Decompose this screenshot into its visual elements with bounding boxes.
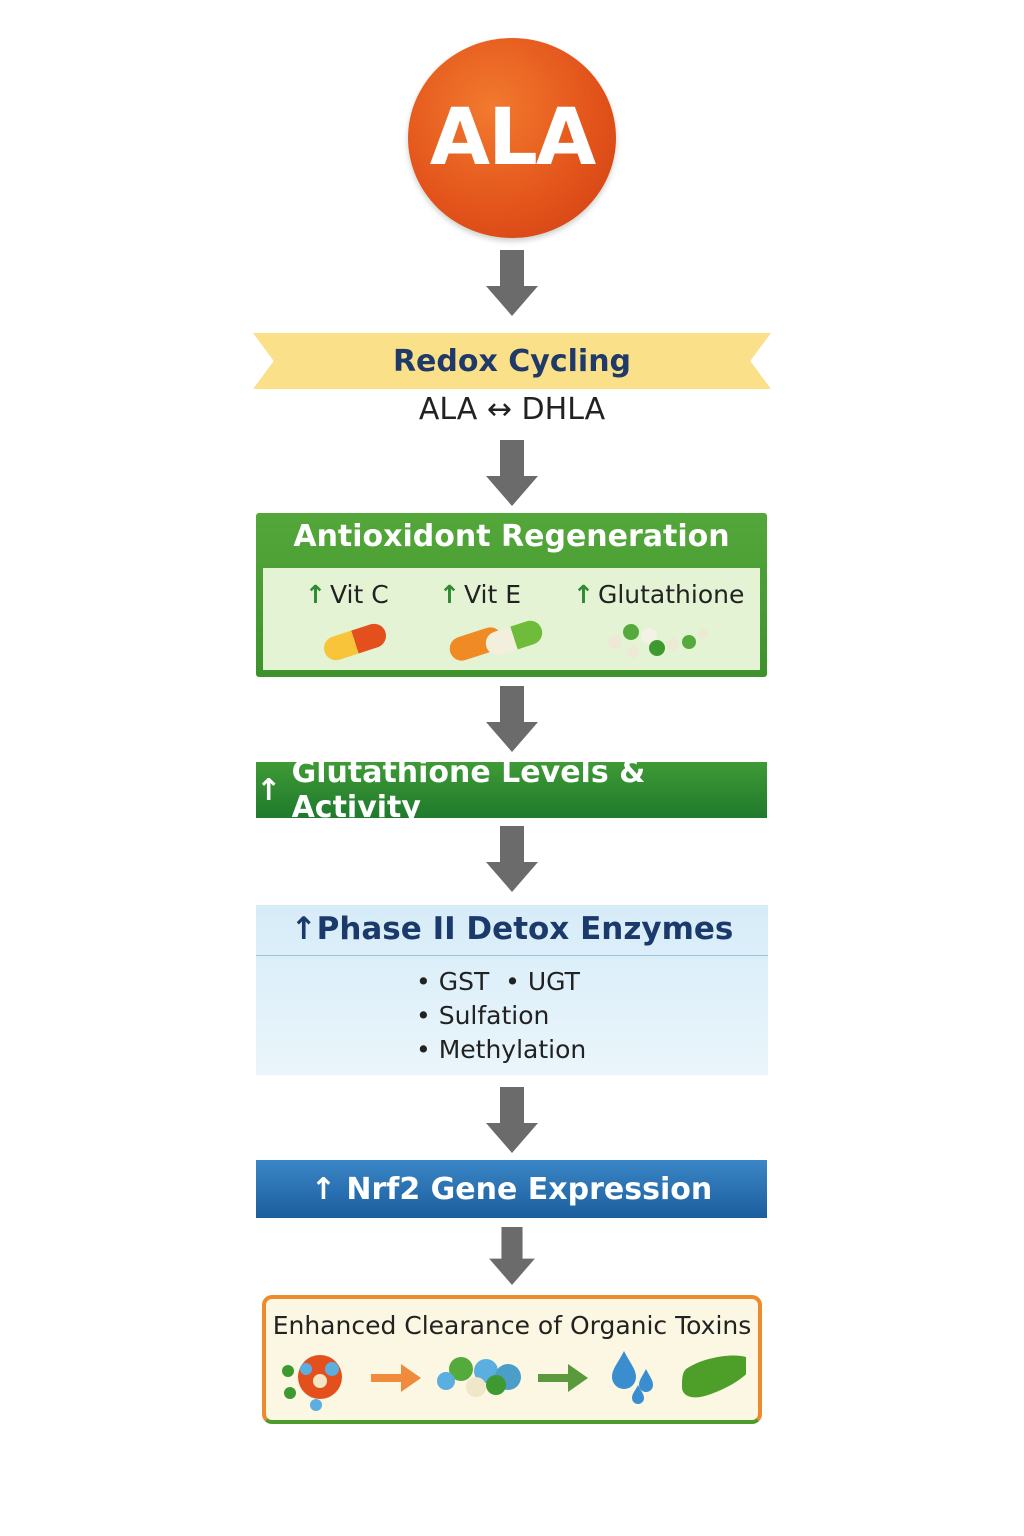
capsule-icon: [320, 620, 390, 664]
item-vit-c: ↑Vit C: [305, 580, 389, 609]
phase-ii-title: ↑Phase II Detox Enzymes: [290, 911, 734, 947]
list-item: Sulfation: [438, 1001, 550, 1030]
down-arrow-icon: [486, 826, 538, 892]
up-arrow-icon: ↑: [310, 1171, 347, 1207]
nrf2-bar: ↑ Nrf2 Gene Expression: [256, 1160, 767, 1218]
item-vit-e: ↑Vit E: [439, 580, 521, 609]
item-label: Vit C: [329, 580, 389, 609]
water-drops-icon: [612, 1351, 653, 1404]
up-arrow-icon: ↑: [573, 580, 594, 609]
glutathione-levels-bar: ↑ Glutathione Levels & Activity: [256, 755, 767, 825]
clearance-title: Enhanced Clearance of Organic Toxins: [272, 1311, 752, 1340]
list-item: Methylation: [438, 1035, 587, 1064]
antioxidant-title: Antioxidont Regeneration: [293, 519, 730, 554]
capsule-icon: [482, 617, 546, 659]
liver-icon: [682, 1355, 746, 1398]
green-arrow-icon: [538, 1364, 588, 1392]
clearance-box: Enhanced Clearance of Organic Toxins: [262, 1295, 762, 1424]
phase-ii-title-text: Phase II Detox Enzymes: [316, 911, 734, 947]
ala-label: ALA: [429, 93, 596, 183]
redox-cycling-banner: Redox Cycling: [253, 333, 771, 389]
toxin-icon: [282, 1355, 342, 1411]
down-arrow-icon: [486, 250, 538, 316]
down-arrow-icon: [486, 1087, 538, 1153]
item-label: Vit E: [463, 580, 521, 609]
phase-ii-list: • GST • UGT • Sulfation • Methylation: [416, 967, 587, 1064]
nrf2-bar-label: Nrf2 Gene Expression: [346, 1171, 713, 1207]
molecule-icon: [608, 624, 708, 658]
glutathione-bar-label: Glutathione Levels & Activity: [291, 755, 646, 825]
item-label: Glutathione: [597, 580, 745, 609]
list-item: GST: [438, 967, 490, 996]
antioxidant-regeneration-box: Antioxidont Regeneration ↑Vit C ↑Vit E ↑…: [256, 513, 767, 677]
down-arrow-icon: [489, 1227, 535, 1285]
antioxidant-items: ↑Vit C ↑Vit E ↑Glutathione: [263, 568, 760, 670]
item-glutathione: ↑Glutathione: [573, 580, 744, 609]
down-arrow-icon: [486, 686, 538, 752]
list-item: UGT: [527, 967, 580, 996]
ala-circle: ALA: [408, 38, 616, 238]
redox-title: Redox Cycling: [392, 343, 632, 379]
down-arrow-icon: [486, 440, 538, 506]
phase-ii-box: ↑Phase II Detox Enzymes • GST • UGT • Su…: [256, 905, 768, 1075]
divider: [256, 955, 768, 956]
orange-arrow-icon: [371, 1364, 421, 1392]
up-arrow-icon: ↑: [305, 580, 326, 609]
redox-subtitle: ALA ↔ DHLA: [418, 392, 606, 427]
up-arrow-icon: ↑: [256, 772, 292, 808]
conjugate-icon: [437, 1357, 521, 1397]
clearance-illustration: [282, 1351, 746, 1411]
up-arrow-icon: ↑: [439, 580, 460, 609]
